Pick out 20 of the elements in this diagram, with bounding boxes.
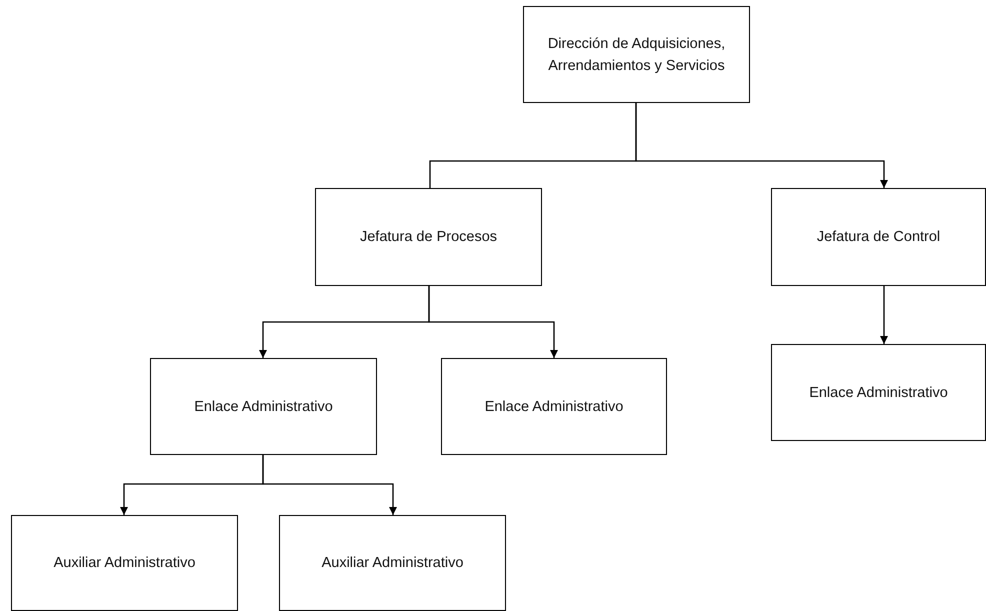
connector-arrow [262, 455, 397, 515]
connector-arrow [635, 103, 888, 188]
position-box [279, 515, 506, 611]
position-box [771, 188, 986, 286]
position-title: Dirección de Adquisiciones, Arrendamientos y Servicios [546, 34, 726, 76]
position-title: Jefatura de Control [816, 228, 942, 247]
position-box [523, 6, 750, 103]
position-box [441, 358, 667, 455]
position-title: Enlace Administrativo [808, 384, 949, 402]
connector-arrow [428, 286, 558, 358]
position-box [315, 188, 542, 286]
position-title: Jefatura de Procesos [358, 228, 498, 247]
connector-arrow [880, 286, 888, 344]
position-title: Auxiliar Administrativo [320, 554, 464, 573]
position-box [11, 515, 238, 611]
position-title: Auxiliar Administrativo [52, 554, 196, 573]
position-box [150, 358, 377, 455]
position-box [771, 344, 986, 441]
position-title: Enlace Administrativo [193, 398, 334, 416]
position-title: Enlace Administrativo [484, 398, 624, 416]
